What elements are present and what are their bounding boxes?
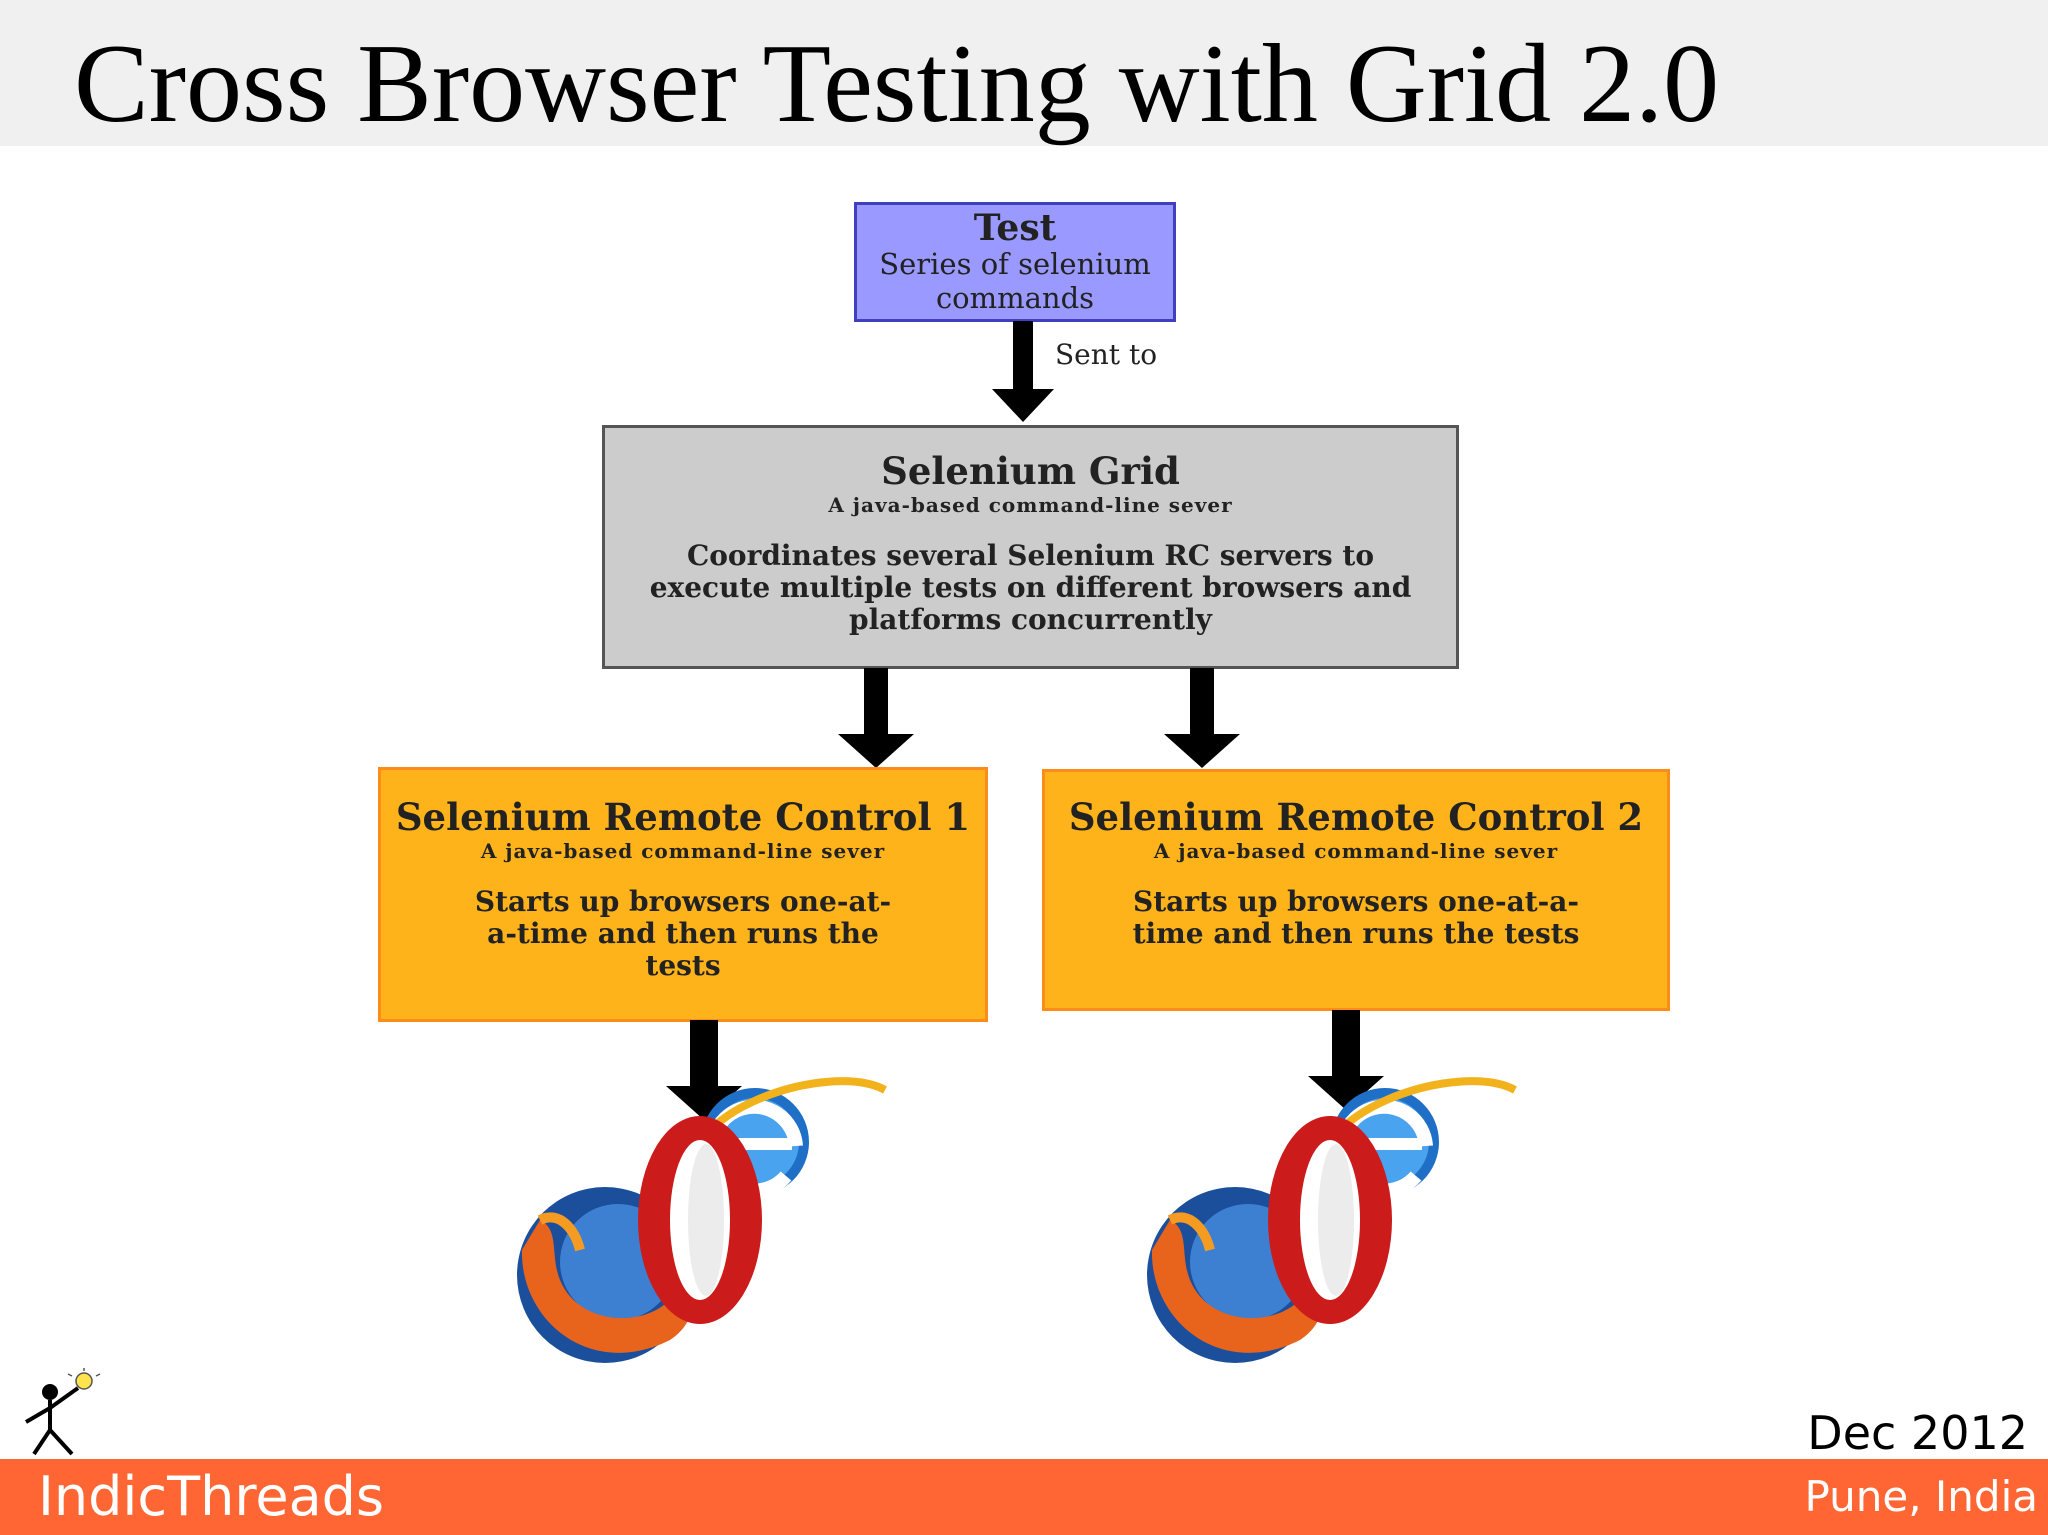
grid-box-description: Coordinates several Selenium RC servers …: [649, 539, 1412, 636]
footer-date: Dec 2012: [1807, 1406, 2028, 1460]
test-box: Test Series of selenium commands: [854, 202, 1176, 322]
remote-control-2-box: Selenium Remote Control 2 A java-based c…: [1042, 769, 1670, 1011]
title-band: [0, 0, 2048, 146]
arrow-rc2-to-browsers: [1308, 1010, 1384, 1110]
selenium-grid-box: Selenium Grid A java-based command-line …: [602, 425, 1459, 669]
test-box-description: Series of selenium commands: [879, 247, 1151, 315]
footer-brand: IndicThreads: [38, 1465, 385, 1528]
arrow-grid-to-rc2: [1164, 668, 1240, 768]
browser-icons-group-1: [517, 1077, 887, 1363]
rc1-box-description: Starts up browsers one-at-a-time and the…: [474, 885, 892, 982]
remote-control-1-box: Selenium Remote Control 1 A java-based c…: [378, 767, 988, 1022]
browser-icons-group-2: [1147, 1077, 1517, 1363]
opera-icon: [638, 1116, 762, 1324]
footer-bar: [0, 1459, 2048, 1535]
footer-location: Pune, India: [1804, 1472, 2038, 1521]
stick-figure-lightbulb-icon: [24, 1368, 101, 1456]
arrow-test-to-grid: [992, 321, 1054, 422]
slide-title: Cross Browser Testing with Grid 2.0: [74, 22, 1720, 146]
arrow-label-sent-to: Sent to: [1055, 338, 1158, 371]
opera-icon: [1268, 1116, 1392, 1324]
rc2-box-heading: Selenium Remote Control 2: [1068, 795, 1644, 839]
grid-box-heading: Selenium Grid: [881, 449, 1180, 493]
rc2-box-description: Starts up browsers one-at-a-time and the…: [1132, 885, 1580, 950]
rc2-box-subheading: A java-based command-line sever: [1153, 839, 1559, 863]
rc1-box-heading: Selenium Remote Control 1: [395, 795, 971, 839]
test-box-heading: Test: [973, 207, 1057, 249]
grid-box-subheading: A java-based command-line sever: [828, 493, 1233, 517]
arrow-grid-to-rc1: [838, 668, 914, 768]
arrow-rc1-to-browsers: [666, 1020, 742, 1120]
rc1-box-subheading: A java-based command-line sever: [480, 839, 886, 863]
